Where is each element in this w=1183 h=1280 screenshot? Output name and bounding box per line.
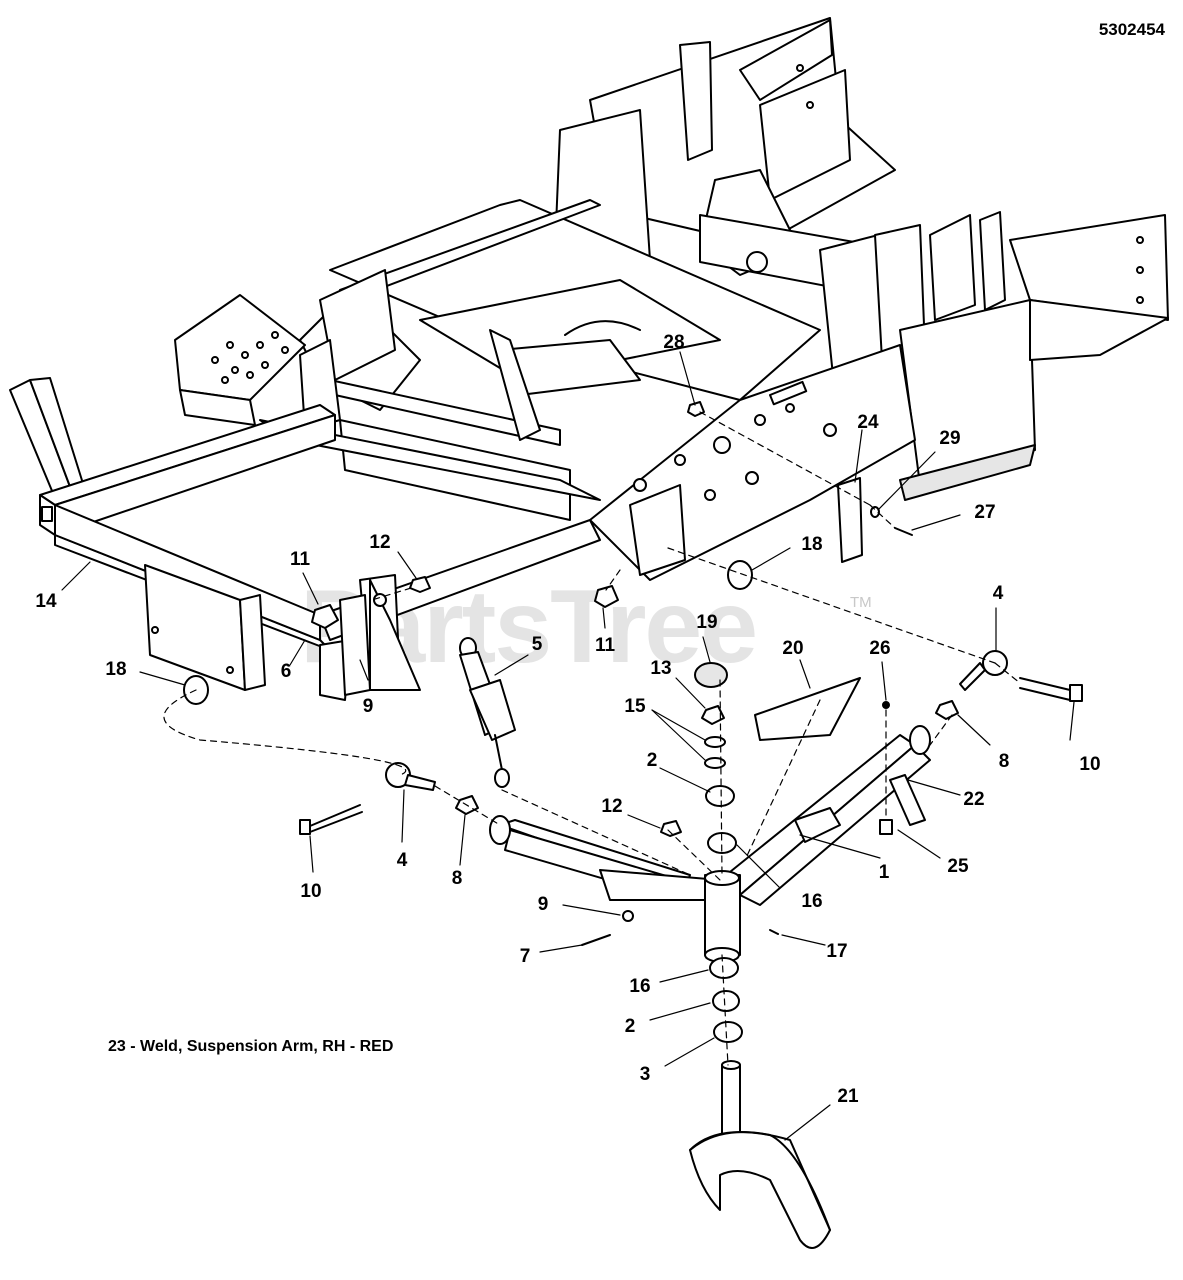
callout-16: 16 (801, 891, 822, 912)
rear-frame-assembly (554, 17, 1169, 501)
callout-25: 25 (947, 856, 969, 877)
callout-27: 27 (974, 502, 995, 523)
callout-5: 5 (532, 634, 543, 655)
callout-12: 12 (601, 796, 622, 817)
callout-3: 3 (640, 1064, 651, 1085)
part-note: 23 - Weld, Suspension Arm, RH - RED (108, 1038, 394, 1055)
callout-26: 26 (869, 638, 890, 659)
callout-20: 20 (782, 638, 803, 659)
hardware-parts (183, 401, 1083, 1043)
callout-10: 10 (300, 881, 321, 902)
callout-12: 12 (369, 532, 390, 553)
callout-17: 17 (826, 941, 847, 962)
callout-11: 11 (595, 635, 616, 656)
callout-21: 21 (837, 1086, 859, 1107)
callout-2: 2 (625, 1016, 636, 1037)
callout-24: 24 (857, 412, 879, 433)
alignment-lines (163, 411, 1021, 1066)
callout-28: 28 (663, 332, 684, 353)
callout-9: 9 (538, 894, 549, 915)
callout-13: 13 (650, 658, 671, 679)
callout-11: 11 (290, 549, 311, 570)
callout-19: 19 (696, 612, 717, 633)
shock-absorber (459, 637, 516, 788)
leader-lines (61, 351, 1075, 1141)
callout-10: 10 (1079, 754, 1100, 775)
callout-14: 14 (35, 591, 57, 612)
callout-1: 1 (879, 862, 890, 883)
diagram-number: 5302454 (1098, 20, 1165, 39)
callout-4: 4 (993, 583, 1004, 604)
front-frame (9, 294, 601, 701)
callout-labels: 28 24 29 27 18 12 11 14 11 19 20 26 4 10… (35, 332, 1100, 1107)
callout-4: 4 (397, 850, 408, 871)
callout-18: 18 (105, 659, 126, 680)
callout-22: 22 (963, 789, 984, 810)
callout-18: 18 (801, 534, 822, 555)
callout-8: 8 (452, 868, 463, 889)
callout-7: 7 (520, 946, 531, 967)
caster-fork (689, 1060, 831, 1249)
main-chassis (259, 199, 916, 581)
callout-16: 16 (629, 976, 650, 997)
callout-29: 29 (939, 428, 960, 449)
callout-9: 9 (363, 696, 374, 717)
callout-15: 15 (624, 696, 646, 717)
callout-6: 6 (281, 661, 292, 682)
callout-8: 8 (999, 751, 1010, 772)
suspension-arm-assembly (489, 725, 931, 963)
callout-2: 2 (647, 750, 658, 771)
